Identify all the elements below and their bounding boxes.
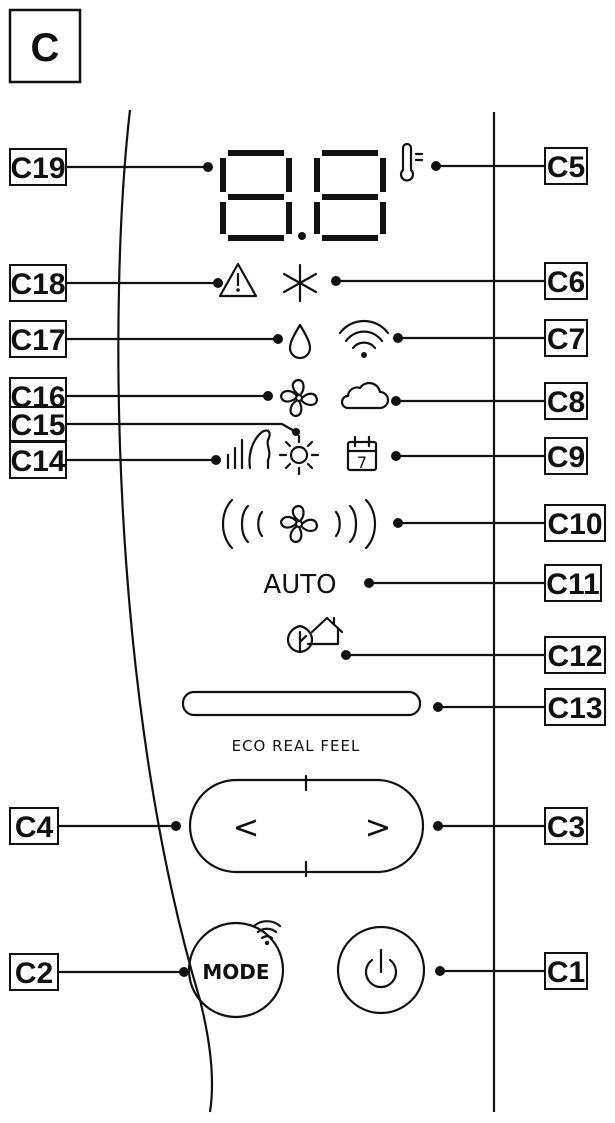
eco-house-icon [286,616,344,654]
water-drop-icon [288,323,312,360]
power-icon [364,958,398,989]
left-arrow-button[interactable]: < [233,808,260,846]
callout-c14: C14 [10,445,65,478]
callout-c11: C11 [546,568,599,601]
callout-c17: C17 [10,324,65,357]
callout-c12: C12 [547,640,602,673]
calendar-icon: 7 [346,435,378,472]
mode-wifi-icon [252,920,282,946]
device-left-edge [117,109,214,1113]
callout-c7: C7 [547,323,585,356]
callout-c2: C2 [15,957,53,990]
panel-label-box [8,8,82,84]
cloud-icon [340,381,390,410]
right-arrow-button[interactable]: > [365,808,392,846]
wifi-icon [338,319,390,358]
callout-c1: C1 [547,956,585,989]
callout-c5: C5 [547,151,585,184]
fan-icon [279,378,319,418]
callout-c3: C3 [547,811,585,844]
smoke-icon [226,429,271,470]
sun-icon [278,434,320,476]
callout-c6: C6 [547,266,585,299]
callout-c13: C13 [547,692,602,725]
thermometer-icon [399,142,424,182]
callouts: C19 C18 C17 C16 C15 C14 C4 C2 C5 C6 C7 [9,147,606,991]
fan-speed-icon [221,498,377,550]
snowflake-icon [282,263,318,303]
callout-c19: C19 [10,152,65,185]
warning-icon [218,262,258,298]
auto-indicator: AUTO [263,570,336,600]
mode-button-label: MODE [202,960,269,984]
callout-c15: C15 [10,409,65,442]
callout-c10: C10 [547,508,602,541]
mode-button[interactable]: MODE [187,921,285,1019]
callout-c4: C4 [15,811,54,844]
seven-segment-display [220,150,386,241]
callout-c9: C9 [547,441,585,474]
calendar-day: 7 [357,453,367,472]
eco-real-feel-caption: ECO REAL FEEL [232,737,361,755]
callout-c18: C18 [10,268,65,301]
panel-label: C [31,26,60,70]
callout-c8: C8 [547,386,585,419]
arrow-buttons[interactable]: < > [188,774,425,878]
power-button[interactable] [336,925,426,1015]
eco-real-feel-bar[interactable] [181,690,422,717]
